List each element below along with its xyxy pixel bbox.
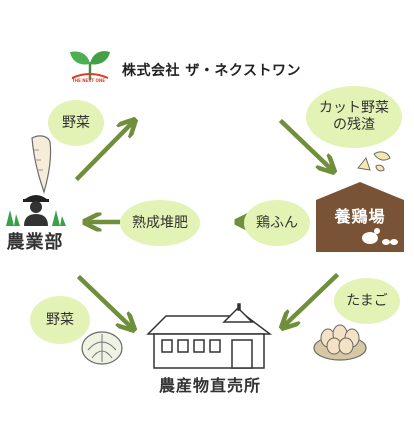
poultry-barn-icon <box>316 182 404 252</box>
bubble-vegetables-top: 野菜 <box>48 100 104 146</box>
store-label: 農産物直売所 <box>158 376 261 395</box>
farmer-icon <box>6 195 66 226</box>
bubble-cut-vegetables: カット野菜 の残渣 <box>306 86 402 148</box>
arrow-company-to-poultry <box>278 118 330 168</box>
bubble-chicken-manure: 鶏ふん <box>244 200 310 246</box>
cabbage-icon <box>81 331 123 365</box>
arrow-farm-to-company <box>74 124 131 182</box>
arrow-poultry-to-store <box>286 272 340 324</box>
egg-basket-icon <box>313 324 367 361</box>
bubble-compost: 熟成堆肥 <box>120 200 200 246</box>
sprout-logo-icon <box>70 51 110 80</box>
bubble-eggs: たまご <box>334 278 400 324</box>
farm-label: 農業部 <box>6 232 64 253</box>
store-building-icon <box>146 303 272 369</box>
arrow-farm-to-store <box>76 274 130 326</box>
logo-text: THE NEXT ONE <box>72 78 105 83</box>
bubble-vegetables-bottom: 野菜 <box>30 296 90 344</box>
company-name: 株式会社 ザ・ネクストワン <box>122 63 301 79</box>
poultry-label: 養鶏場 <box>334 207 386 226</box>
radish-icon <box>31 135 52 195</box>
vegetable-scraps-icon <box>357 151 391 172</box>
